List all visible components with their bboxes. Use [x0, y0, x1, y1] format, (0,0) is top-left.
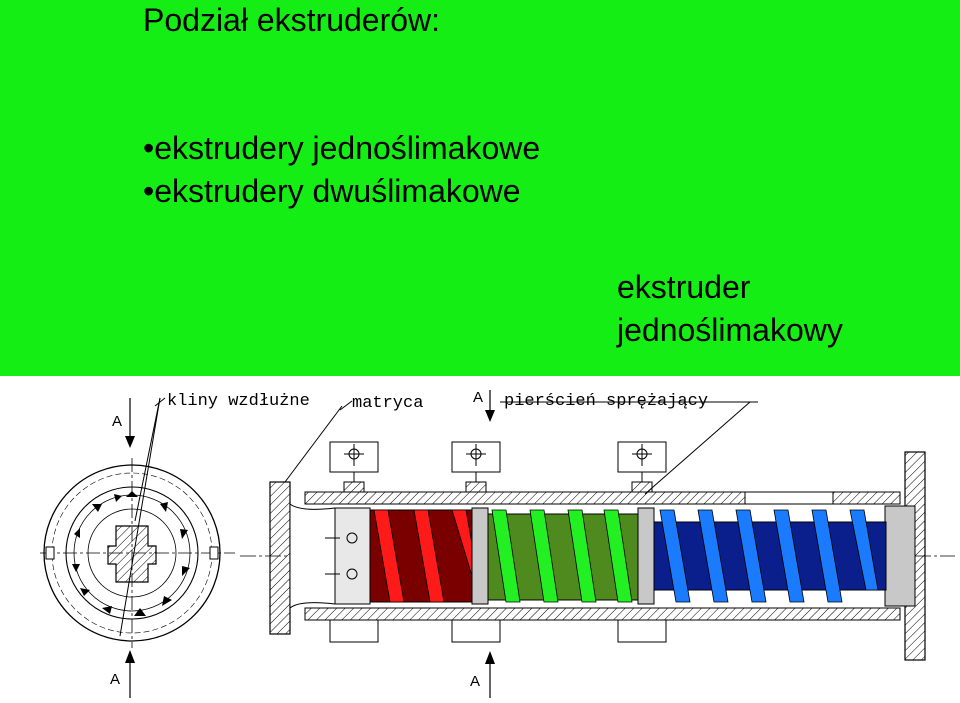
section-letter: A: [112, 413, 122, 430]
section-mark-mid-top: A: [473, 389, 495, 422]
extruder-technical-drawing: kliny wzdłużne matryca pierścień sprężaj…: [0, 376, 960, 703]
section-mark-left-top: A: [112, 398, 135, 448]
section-letter: A: [470, 673, 480, 690]
label-die: matryca: [352, 394, 423, 413]
ring-separator-1: [471, 507, 489, 605]
cross-section-view: [40, 458, 235, 648]
bullet-item-twin-screw: •ekstrudery dwuślimakowe: [143, 173, 521, 209]
section-mark-mid-bottom: A: [470, 651, 495, 698]
green-header-panel: Podział ekstruderów: •ekstrudery jednośl…: [0, 0, 960, 376]
slide-title: Podział ekstruderów:: [143, 2, 441, 38]
extruder-longitudinal-view: [240, 441, 955, 661]
section-letter: A: [473, 389, 483, 406]
section-letter: A: [110, 671, 120, 688]
bullet-marker: •: [143, 130, 155, 166]
ring-separator-2: [637, 507, 655, 605]
caption-line-2: jednoślimakowy: [617, 312, 843, 348]
zone-green-flights: [491, 509, 633, 603]
bullet-item-single-screw: •ekstrudery jednoślimakowe: [143, 130, 540, 166]
zone-blue-core: [653, 521, 887, 591]
zone-red-flights: [373, 509, 473, 603]
label-wedges: kliny wzdłużne: [167, 392, 310, 411]
bullet-text: ekstrudery dwuślimakowe: [154, 173, 521, 209]
bullet-text: ekstrudery jednoślimakowe: [154, 130, 541, 166]
zone-blue-flights: [659, 509, 879, 603]
caption-line-1: ekstruder: [617, 269, 751, 305]
section-mark-left-bottom: A: [110, 650, 135, 698]
bullet-marker: •: [143, 173, 155, 209]
extruder-drawing-svg: kliny wzdłużne matryca pierścień sprężaj…: [40, 389, 955, 698]
